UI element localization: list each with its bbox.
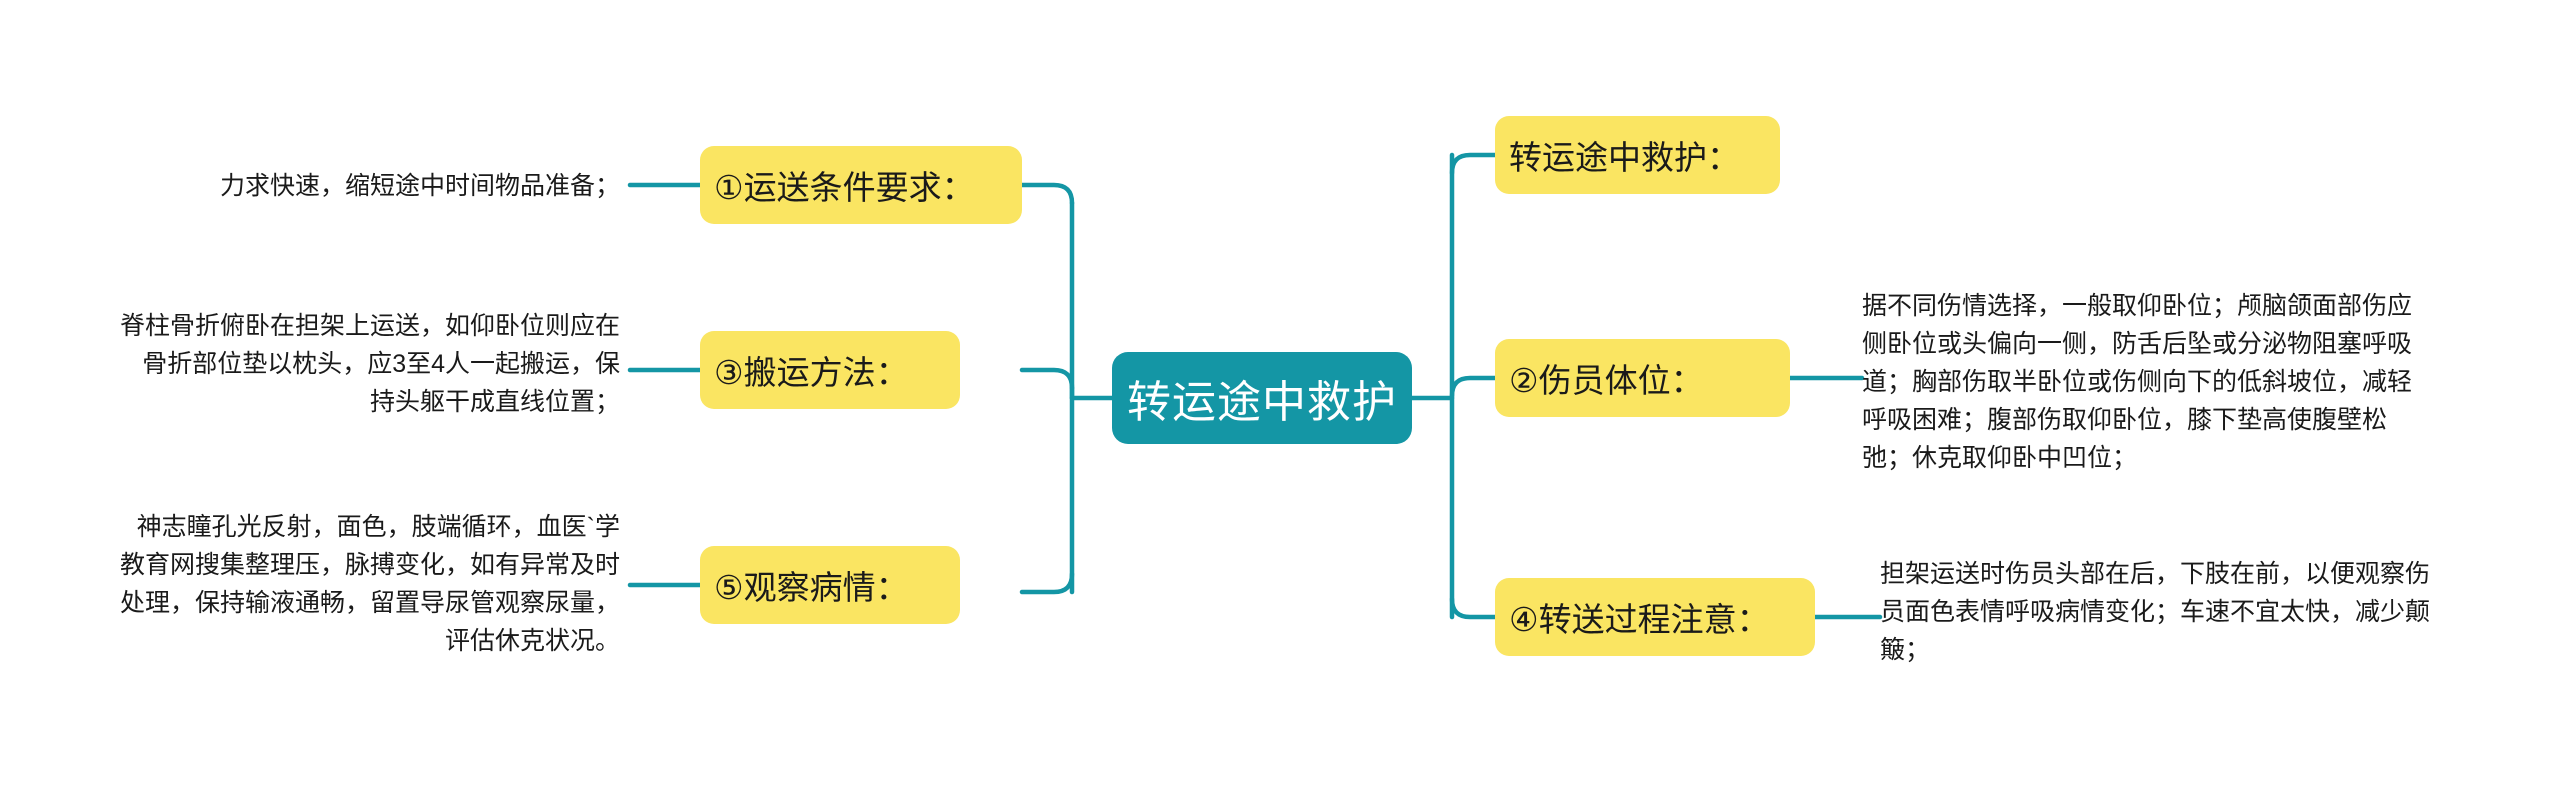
branch-node-right-2-label: ②伤员体位： [1509, 362, 1704, 399]
leaf-text-left-3: 神志瞳孔光反射，面色，肢端循环，血医`学教育网搜集整理压，脉搏变化，如有异常及时… [120, 513, 621, 655]
branch-node-left-1[interactable]: ①运送条件要求： [700, 146, 1022, 224]
branch-node-left-1-label: ①运送条件要求： [714, 169, 975, 206]
leaf-text-right-2: 据不同伤情选择，一般取仰卧位；颅脑颌面部伤应侧卧位或头偏向一侧，防舌后坠或分泌物… [1862, 292, 2413, 472]
center-node-label: 转运途中救护 [1127, 378, 1397, 427]
branch-node-right-3-label: ④转送过程注意： [1509, 601, 1770, 638]
branch-node-left-2-label: ③搬运方法： [714, 354, 909, 391]
branch-node-right-2[interactable]: ②伤员体位： [1495, 339, 1790, 417]
branch-node-left-3[interactable]: ⑤观察病情： [700, 546, 960, 624]
branch-node-right-3[interactable]: ④转送过程注意： [1495, 578, 1815, 656]
leaf-text-right-3: 担架运送时伤员头部在后，下肢在前，以便观察伤员面色表情呼吸病情变化；车速不宜太快… [1880, 560, 2431, 664]
leaf-text-left-1: 力求快速，缩短途中时间物品准备； [219, 172, 620, 200]
branch-node-left-3-label: ⑤观察病情： [714, 569, 909, 606]
branch-node-right-1[interactable]: 转运途中救护： [1495, 116, 1780, 194]
leaf-text-left-2: 脊柱骨折俯卧在担架上运送，如仰卧位则应在骨折部位垫以枕头，应3至4人一起搬运，保… [120, 312, 621, 416]
center-node[interactable]: 转运途中救护 [1112, 352, 1412, 444]
branch-node-left-2[interactable]: ③搬运方法： [700, 331, 960, 409]
branch-node-right-1-label: 转运途中救护： [1509, 139, 1740, 176]
